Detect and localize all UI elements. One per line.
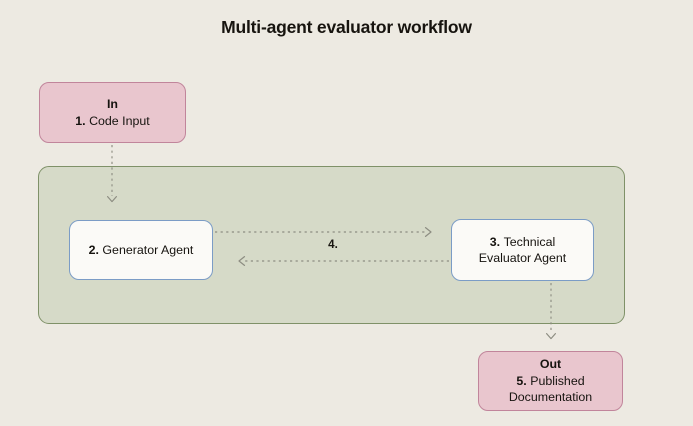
node-published-documentation-number: 5.: [516, 373, 527, 388]
node-code-input-text: Code Input: [89, 113, 150, 128]
node-generator-agent-text: Generator Agent: [102, 242, 194, 257]
node-technical-evaluator-agent[interactable]: 3. Technical Evaluator Agent: [451, 219, 594, 281]
node-published-documentation[interactable]: Out 5. Published Documentation: [478, 351, 623, 411]
node-code-input-header: In: [106, 97, 118, 112]
node-technical-evaluator-agent-line2: Evaluator Agent: [478, 251, 567, 265]
node-generator-agent-label: 2. Generator Agent: [89, 242, 194, 258]
node-technical-evaluator-agent-text1: Technical: [503, 234, 556, 249]
node-technical-evaluator-agent-line1: 3. Technical: [490, 234, 555, 250]
node-published-documentation-header: Out: [539, 357, 562, 372]
node-generator-agent-number: 2.: [88, 242, 99, 257]
node-published-documentation-text1: Published: [530, 373, 585, 388]
edge-label-loop: 4.: [328, 238, 338, 251]
node-code-input[interactable]: In 1. Code Input: [39, 82, 186, 143]
page-title: Multi-agent evaluator workflow: [221, 17, 472, 37]
node-code-input-number: 1.: [75, 113, 86, 128]
node-generator-agent[interactable]: 2. Generator Agent: [69, 220, 213, 280]
node-code-input-label: 1. Code Input: [75, 113, 149, 129]
node-published-documentation-line1: 5. Published: [516, 373, 584, 389]
node-technical-evaluator-agent-number: 3.: [489, 234, 501, 249]
node-published-documentation-line2: Documentation: [508, 390, 593, 405]
